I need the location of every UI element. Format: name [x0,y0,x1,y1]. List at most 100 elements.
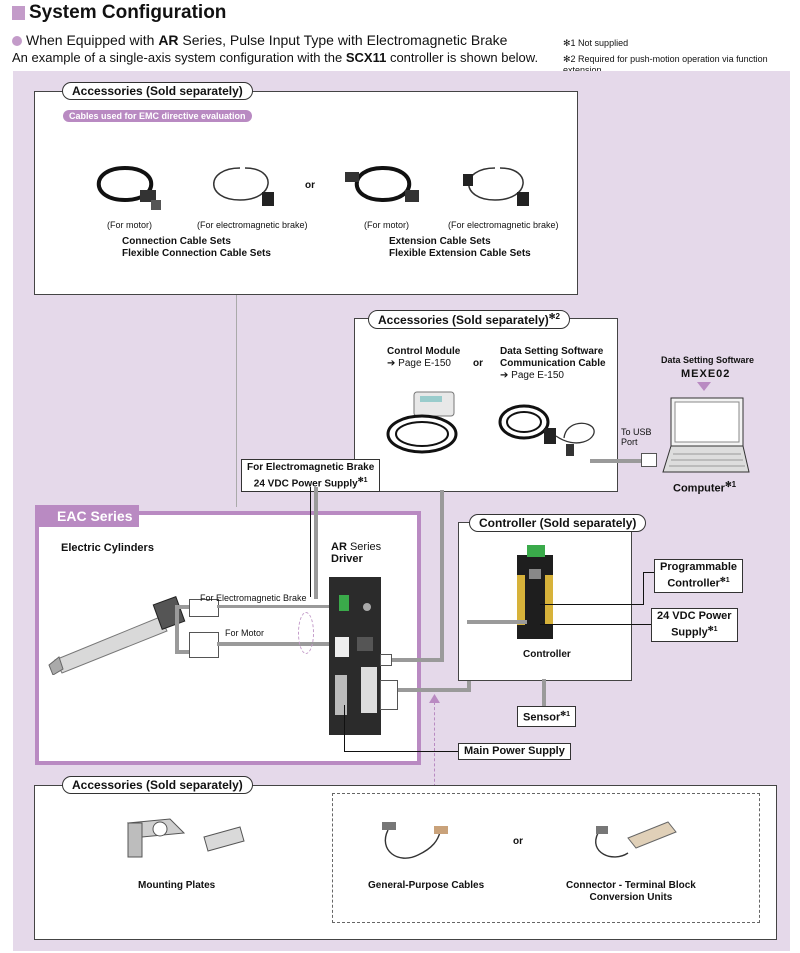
mid-accessories-label-text: Accessories (Sold separately) [378,313,549,327]
bottom-or-text: or [513,836,523,847]
usb-line2: Port [621,437,638,447]
main-power-link-h [344,751,458,752]
communication-cable-icon [498,404,595,456]
eac-series-tab: EAC Series [35,505,139,527]
software-cable-line1: Data Setting Software [500,346,604,357]
sensor-tag: Sensor✻1 [517,706,577,727]
motor-wire [217,642,330,646]
cable-options-dashed-box [332,793,760,923]
mounting-plates-icon [126,818,245,858]
extension-motor-cable-icon [345,166,419,203]
plc-line1: Programmable [660,561,738,573]
driver-series-rest: Series [346,541,382,553]
footnote-1: ✻1 Not supplied [563,38,629,48]
connection-cable-sets-line2: Flexible Connection Cable Sets [122,248,271,259]
cylinder-motor-stub [175,650,189,654]
extension-brake-cable-icon [463,167,529,206]
brake-supply-line2: 24 VDC Power Supply [253,478,358,490]
psu-line1: 24 VDC Power [657,610,732,622]
control-module-text: Control Module➔ Page E-150 [387,346,460,370]
bottom-accessories-box [34,785,777,940]
brake-wire [217,605,330,608]
driver-line2: Driver [331,553,363,565]
control-module-name: Control Module [387,346,461,357]
intro-pre: An example of a single-axis system confi… [12,50,346,65]
extension-cable-sets-line2: Flexible Extension Cable Sets [389,248,531,259]
intro-controller: SCX11 [345,50,387,65]
cable-link-line [236,293,237,507]
terminal-block-unit-icon [595,821,677,858]
intro-text: An example of a single-axis system confi… [12,50,538,65]
plc-link-h [643,572,654,573]
controller-label: Controller (Sold separately) [469,514,647,532]
motor-wire-label: For Motor [225,628,265,638]
connection-cable-sets-line1: Connection Cable Sets [122,236,231,247]
plc-link-v [643,572,644,604]
mid-or-text: or [473,358,483,369]
mid-to-driver-cable-h [380,658,444,662]
plc-link-to-controller [540,604,644,605]
cylinder-cable-v [175,605,179,653]
controller-device-label: Controller [523,649,571,660]
ar-driver-icon [329,577,381,735]
subtitle-post: Series, Pulse Input Type with Electromag… [178,32,508,48]
mid-accessories-label: Accessories (Sold separately)✻2 [368,310,570,329]
arrow-up-icon [429,694,440,703]
general-purpose-cables-label: General-Purpose Cables [368,880,485,891]
usb-cable-line [590,459,642,463]
computer-mark: ✻1 [724,480,737,489]
sensor-text: Sensor [523,711,561,724]
driver-comm-connector-icon [380,654,392,666]
footnote-2: ✻2 Required for push-motion operation vi… [563,54,768,75]
subtitle: When Equipped with AR Series, Pulse Inpu… [26,32,507,48]
plc-mark: ✻1 [719,577,730,584]
electric-cylinders-title: Electric Cylinders [61,542,154,554]
conv-line1: Connector - Terminal Block [566,880,696,891]
usb-connector-icon [641,453,657,467]
top-accessories-label: Accessories (Sold separately) [62,82,253,100]
brake-cable-icon [213,167,274,206]
computer-label-text: Computer [673,482,725,495]
mexe02-name: MEXE02 [681,368,731,380]
cable1-caption: (For motor) [107,220,152,230]
page-title: System Configuration [29,2,227,23]
software-cable-page-link[interactable]: ➔ Page E-150 [500,370,564,381]
mid-accessories-box [354,318,618,492]
controller-input-cable [467,620,527,624]
brake-supply-cable [314,487,318,599]
main-power-supply-tag: Main Power Supply [458,743,571,760]
arrow-down-icon [697,382,711,391]
mounting-plates-label: Mounting Plates [138,880,216,891]
controller-device-icon [517,545,553,639]
computer-software-label: Data Setting Software [661,355,755,365]
cylinder-brake-stub [175,605,189,609]
sensor-mark: ✻1 [560,711,571,718]
usb-line1: To USB [621,427,652,437]
psu-mark: ✻1 [707,626,718,633]
bullet-dot-icon [12,36,22,46]
sensor-cable [542,679,546,706]
plc-line2: Controller [667,577,720,590]
intro-post: controller is shown below. [386,50,539,65]
driver-controller-cable-h [381,688,471,692]
psu-link [540,624,651,625]
main-power-link-v [344,705,345,751]
cable2-caption: (For electromagnetic brake) [197,220,308,230]
emc-badge: Cables used for EMC directive evaluation [63,110,252,122]
conv-line2: Conversion Units [589,892,673,903]
cable3-caption: (For motor) [364,220,409,230]
driver-series-bold: AR [331,541,347,553]
laptop-icon [662,397,750,473]
control-module-page-link[interactable]: ➔ Page E-150 [387,358,451,369]
ferrite-core-icon [298,612,314,654]
subtitle-pre: When Equipped with [26,32,159,48]
